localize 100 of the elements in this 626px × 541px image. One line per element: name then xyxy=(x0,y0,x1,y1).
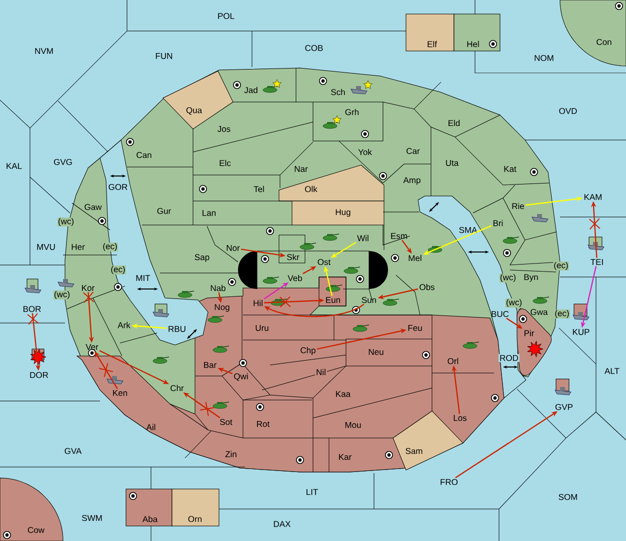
territory-name: GOR xyxy=(108,184,128,190)
territory-name: POL xyxy=(218,13,234,19)
territory-name: Eld xyxy=(448,120,460,126)
territory-name: ROD xyxy=(498,354,520,362)
territory-name: BUC xyxy=(492,311,509,317)
territory-name: Can xyxy=(136,152,152,158)
territory-name: Pir xyxy=(524,330,534,336)
territory-name: Los xyxy=(454,415,467,421)
territory-name: Sun xyxy=(362,297,376,303)
territory-name: Chr xyxy=(170,384,184,392)
territory-name: Car xyxy=(406,148,420,154)
territory-name: Orl xyxy=(448,358,458,364)
territory-name: Jos xyxy=(218,126,230,132)
territory-name: GVA xyxy=(64,448,82,454)
territory-name: Jad xyxy=(244,86,258,94)
territory-name: Lan xyxy=(202,210,216,216)
territory-name: Skr xyxy=(287,254,300,260)
territory-name: Sch xyxy=(331,88,345,96)
territory-name: KAL xyxy=(6,163,22,169)
territory-name: Elf xyxy=(428,40,437,48)
territory-name: RBU xyxy=(168,326,186,332)
territory-name: Orn xyxy=(188,516,202,522)
territory-name: Nar xyxy=(294,166,308,172)
territory-name: Gur xyxy=(157,208,171,214)
territory-name: KUP xyxy=(572,329,590,335)
territory-name: Nog xyxy=(214,304,230,312)
territory-name: Sot xyxy=(220,419,232,425)
territory-name: LIT xyxy=(306,489,318,495)
territory-name: Kor xyxy=(82,285,94,291)
territory-name: Wil xyxy=(357,234,368,242)
territory-name: GVG xyxy=(54,159,72,165)
coast-label: (ec) xyxy=(554,310,570,318)
territory-name: Aba xyxy=(142,516,158,522)
territory-name: Olk xyxy=(305,186,318,192)
territory-name: Ver xyxy=(86,344,98,350)
territory-name: Con xyxy=(596,39,612,45)
territory-name: Bar xyxy=(204,362,216,368)
territory-name: TEI xyxy=(590,259,603,265)
territory-name: Nab xyxy=(210,284,226,292)
territory-name: Sap xyxy=(194,254,210,262)
territory-name: DAX xyxy=(274,521,291,527)
territory-name: Mel xyxy=(408,254,422,262)
territory-name: NVM xyxy=(35,48,53,54)
territory-name: Esm xyxy=(391,233,407,239)
coast-label: (ec) xyxy=(553,262,569,270)
coast-label: (wc) xyxy=(499,274,517,282)
territory-name: ALT xyxy=(604,368,620,374)
territory-name: Amp xyxy=(403,177,420,185)
territory-name: OVD xyxy=(559,108,577,114)
territory-name: Feu xyxy=(408,325,422,331)
territory-name: Ark xyxy=(118,322,130,328)
territory-name: Obs xyxy=(420,284,434,290)
territory-name: SOM xyxy=(558,494,577,500)
territory-name: Hel xyxy=(467,40,479,48)
territory-name: NOM xyxy=(534,55,554,61)
territory-name: Grh xyxy=(345,108,359,116)
territory-name: KAM xyxy=(584,194,602,200)
territory-name: SWM xyxy=(82,515,102,521)
territory-name: Ost xyxy=(318,259,331,265)
territory-name: Qua xyxy=(186,107,202,115)
territory-name: MIT xyxy=(136,275,150,281)
territory-name: Byn xyxy=(524,274,538,282)
territory-name: Zin xyxy=(225,450,236,458)
territory-name: Yok xyxy=(358,148,372,156)
territory-name: Mou xyxy=(345,422,361,428)
territory-name: Uru xyxy=(256,325,268,331)
territory-name: Chp xyxy=(300,347,316,355)
territory-name: DOR xyxy=(30,372,48,378)
territory-name: Neu xyxy=(368,349,384,355)
territory-name: FUN xyxy=(156,53,172,59)
territory-name: Sam xyxy=(406,448,422,454)
territory-name: Hil xyxy=(254,300,262,306)
territory-name: Bri xyxy=(494,220,503,226)
territory-name: SMA xyxy=(459,227,478,233)
territory-name: Ail xyxy=(146,424,156,430)
territory-name: Rie xyxy=(512,202,524,210)
territory-name: Kaa xyxy=(336,391,351,397)
territory-name: FRO xyxy=(440,479,458,485)
coast-label: (ec) xyxy=(102,242,118,252)
territory-name: Elc xyxy=(220,160,231,166)
territory-name: Rot xyxy=(257,421,270,427)
territory-name: GVP xyxy=(555,404,573,410)
territory-name: Tel xyxy=(254,186,264,192)
territory-name: Kat xyxy=(504,166,516,172)
territory-name: Veb xyxy=(288,274,302,282)
territory-name: Hug xyxy=(336,209,350,217)
territory-name: Cow xyxy=(28,527,45,533)
territory-name: Kar xyxy=(339,454,352,460)
territory-name: COB xyxy=(305,45,323,51)
territory-name: Eun xyxy=(324,296,342,304)
territory-name: Nor xyxy=(226,245,240,251)
territory-name: Qwi xyxy=(234,373,248,381)
territory-name: Ken xyxy=(113,390,127,396)
territory-name: MVU xyxy=(37,244,55,250)
coast-label: (wc) xyxy=(53,290,71,300)
territory-name: Gaw xyxy=(84,204,102,210)
territory-name: Her xyxy=(72,244,85,250)
territory-name: Uta xyxy=(446,160,459,166)
coast-label: (wc) xyxy=(505,298,523,308)
coast-label: (ec) xyxy=(110,266,126,274)
